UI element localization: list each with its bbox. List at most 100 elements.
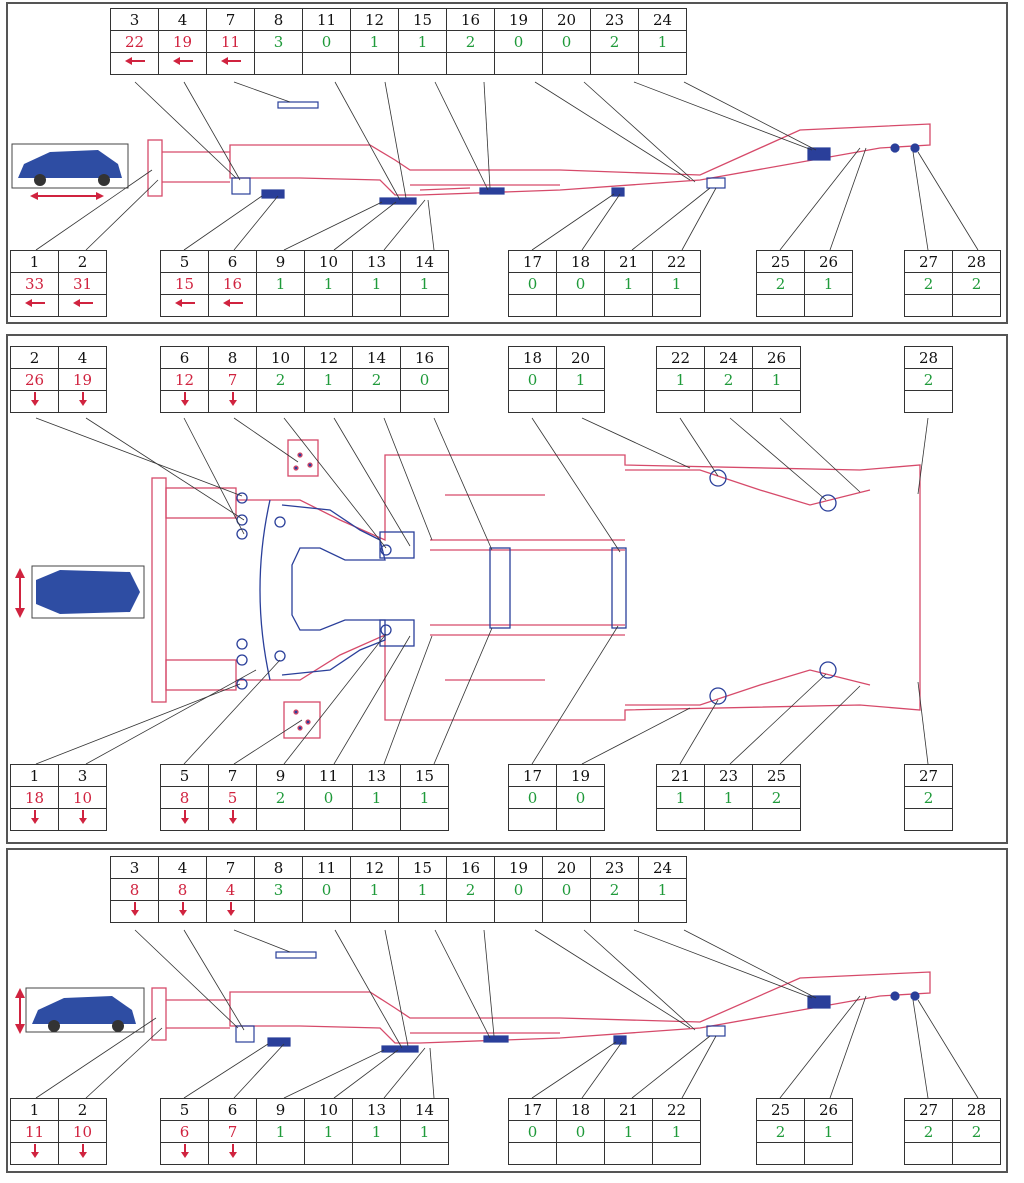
arrow-down-icon xyxy=(226,902,235,916)
point-number: 26 xyxy=(804,250,853,273)
point-number: 25 xyxy=(756,250,805,273)
direction-cell xyxy=(494,900,543,923)
arrow-down-icon xyxy=(30,392,39,406)
direction-cell xyxy=(904,294,953,317)
point-number: 25 xyxy=(752,764,801,787)
direction-cell xyxy=(756,1142,805,1165)
direction-cell xyxy=(652,1142,701,1165)
direction-cell xyxy=(590,900,639,923)
point-number: 5 xyxy=(160,764,209,787)
direction-cell xyxy=(58,808,107,831)
point-number: 28 xyxy=(904,346,953,369)
direction-cell xyxy=(352,1142,401,1165)
deviation-value: 16 xyxy=(208,272,257,295)
point-number: 17 xyxy=(508,1098,557,1121)
arrow-down-icon xyxy=(228,1144,237,1158)
side-frame-drawing-1 xyxy=(147,123,931,197)
deviation-value: 2 xyxy=(904,272,953,295)
point-number: 18 xyxy=(556,1098,605,1121)
point-number: 7 xyxy=(206,8,255,31)
deviation-value: 0 xyxy=(494,878,543,901)
deviation-value: 1 xyxy=(256,1120,305,1143)
arrow-left-icon xyxy=(24,299,45,307)
deviation-value: 1 xyxy=(350,30,399,53)
direction-cell xyxy=(756,294,805,317)
deviation-value: 1 xyxy=(398,30,447,53)
deviation-value: 1 xyxy=(804,272,853,295)
deviation-value: 10 xyxy=(58,786,107,809)
direction-cell xyxy=(556,390,605,413)
deviation-value: 1 xyxy=(804,1120,853,1143)
deviation-value: 1 xyxy=(752,368,801,391)
direction-cell xyxy=(656,390,705,413)
deviation-value: 1 xyxy=(604,272,653,295)
direction-cell xyxy=(904,808,953,831)
deviation-value: 2 xyxy=(756,1120,805,1143)
deviation-value: 0 xyxy=(494,30,543,53)
deviation-value: 4 xyxy=(206,878,255,901)
direction-cell xyxy=(952,1142,1001,1165)
deviation-value: 12 xyxy=(160,368,209,391)
deviation-value: 1 xyxy=(652,1120,701,1143)
deviation-value: 1 xyxy=(304,1120,353,1143)
arrow-down-icon xyxy=(180,1144,189,1158)
deviation-value: 1 xyxy=(400,786,449,809)
direction-cell xyxy=(256,390,305,413)
deviation-value: 2 xyxy=(904,786,953,809)
arrow-down-icon xyxy=(30,810,39,824)
point-number: 19 xyxy=(494,856,543,879)
deviation-value: 1 xyxy=(400,1120,449,1143)
direction-cell xyxy=(256,294,305,317)
point-number: 11 xyxy=(304,764,353,787)
deviation-value: 0 xyxy=(304,786,353,809)
deviation-value: 2 xyxy=(590,30,639,53)
arrow-down-icon xyxy=(228,810,237,824)
direction-cell xyxy=(904,1142,953,1165)
direction-cell xyxy=(208,390,257,413)
direction-cell xyxy=(508,390,557,413)
point-number: 25 xyxy=(756,1098,805,1121)
deviation-value: 0 xyxy=(508,786,557,809)
deviation-value: 1 xyxy=(704,786,753,809)
direction-cell xyxy=(904,390,953,413)
direction-cell xyxy=(10,294,59,317)
deviation-value: 1 xyxy=(398,878,447,901)
point-number: 16 xyxy=(446,856,495,879)
deviation-value: 1 xyxy=(638,878,687,901)
point-number: 3 xyxy=(110,8,159,31)
point-number: 7 xyxy=(206,856,255,879)
direction-cell xyxy=(804,294,853,317)
deviation-value: 2 xyxy=(256,368,305,391)
point-number: 5 xyxy=(160,250,209,273)
direction-cell xyxy=(304,294,353,317)
deviation-value: 2 xyxy=(256,786,305,809)
direction-cell xyxy=(256,808,305,831)
point-number: 22 xyxy=(652,250,701,273)
arrow-down-icon xyxy=(228,392,237,406)
point-number: 10 xyxy=(256,346,305,369)
point-number: 4 xyxy=(58,346,107,369)
deviation-value: 10 xyxy=(58,1120,107,1143)
deviation-value: 2 xyxy=(952,1120,1001,1143)
top-frame-drawing xyxy=(151,439,921,739)
direction-cell xyxy=(352,294,401,317)
direction-cell xyxy=(556,294,605,317)
arrow-down-icon xyxy=(178,902,187,916)
direction-cell xyxy=(350,900,399,923)
point-number: 26 xyxy=(752,346,801,369)
deviation-value: 1 xyxy=(256,272,305,295)
deviation-value: 33 xyxy=(10,272,59,295)
direction-cell xyxy=(556,808,605,831)
direction-cell xyxy=(10,390,59,413)
deviation-value: 1 xyxy=(656,368,705,391)
direction-cell xyxy=(638,52,687,75)
direction-cell xyxy=(208,1142,257,1165)
